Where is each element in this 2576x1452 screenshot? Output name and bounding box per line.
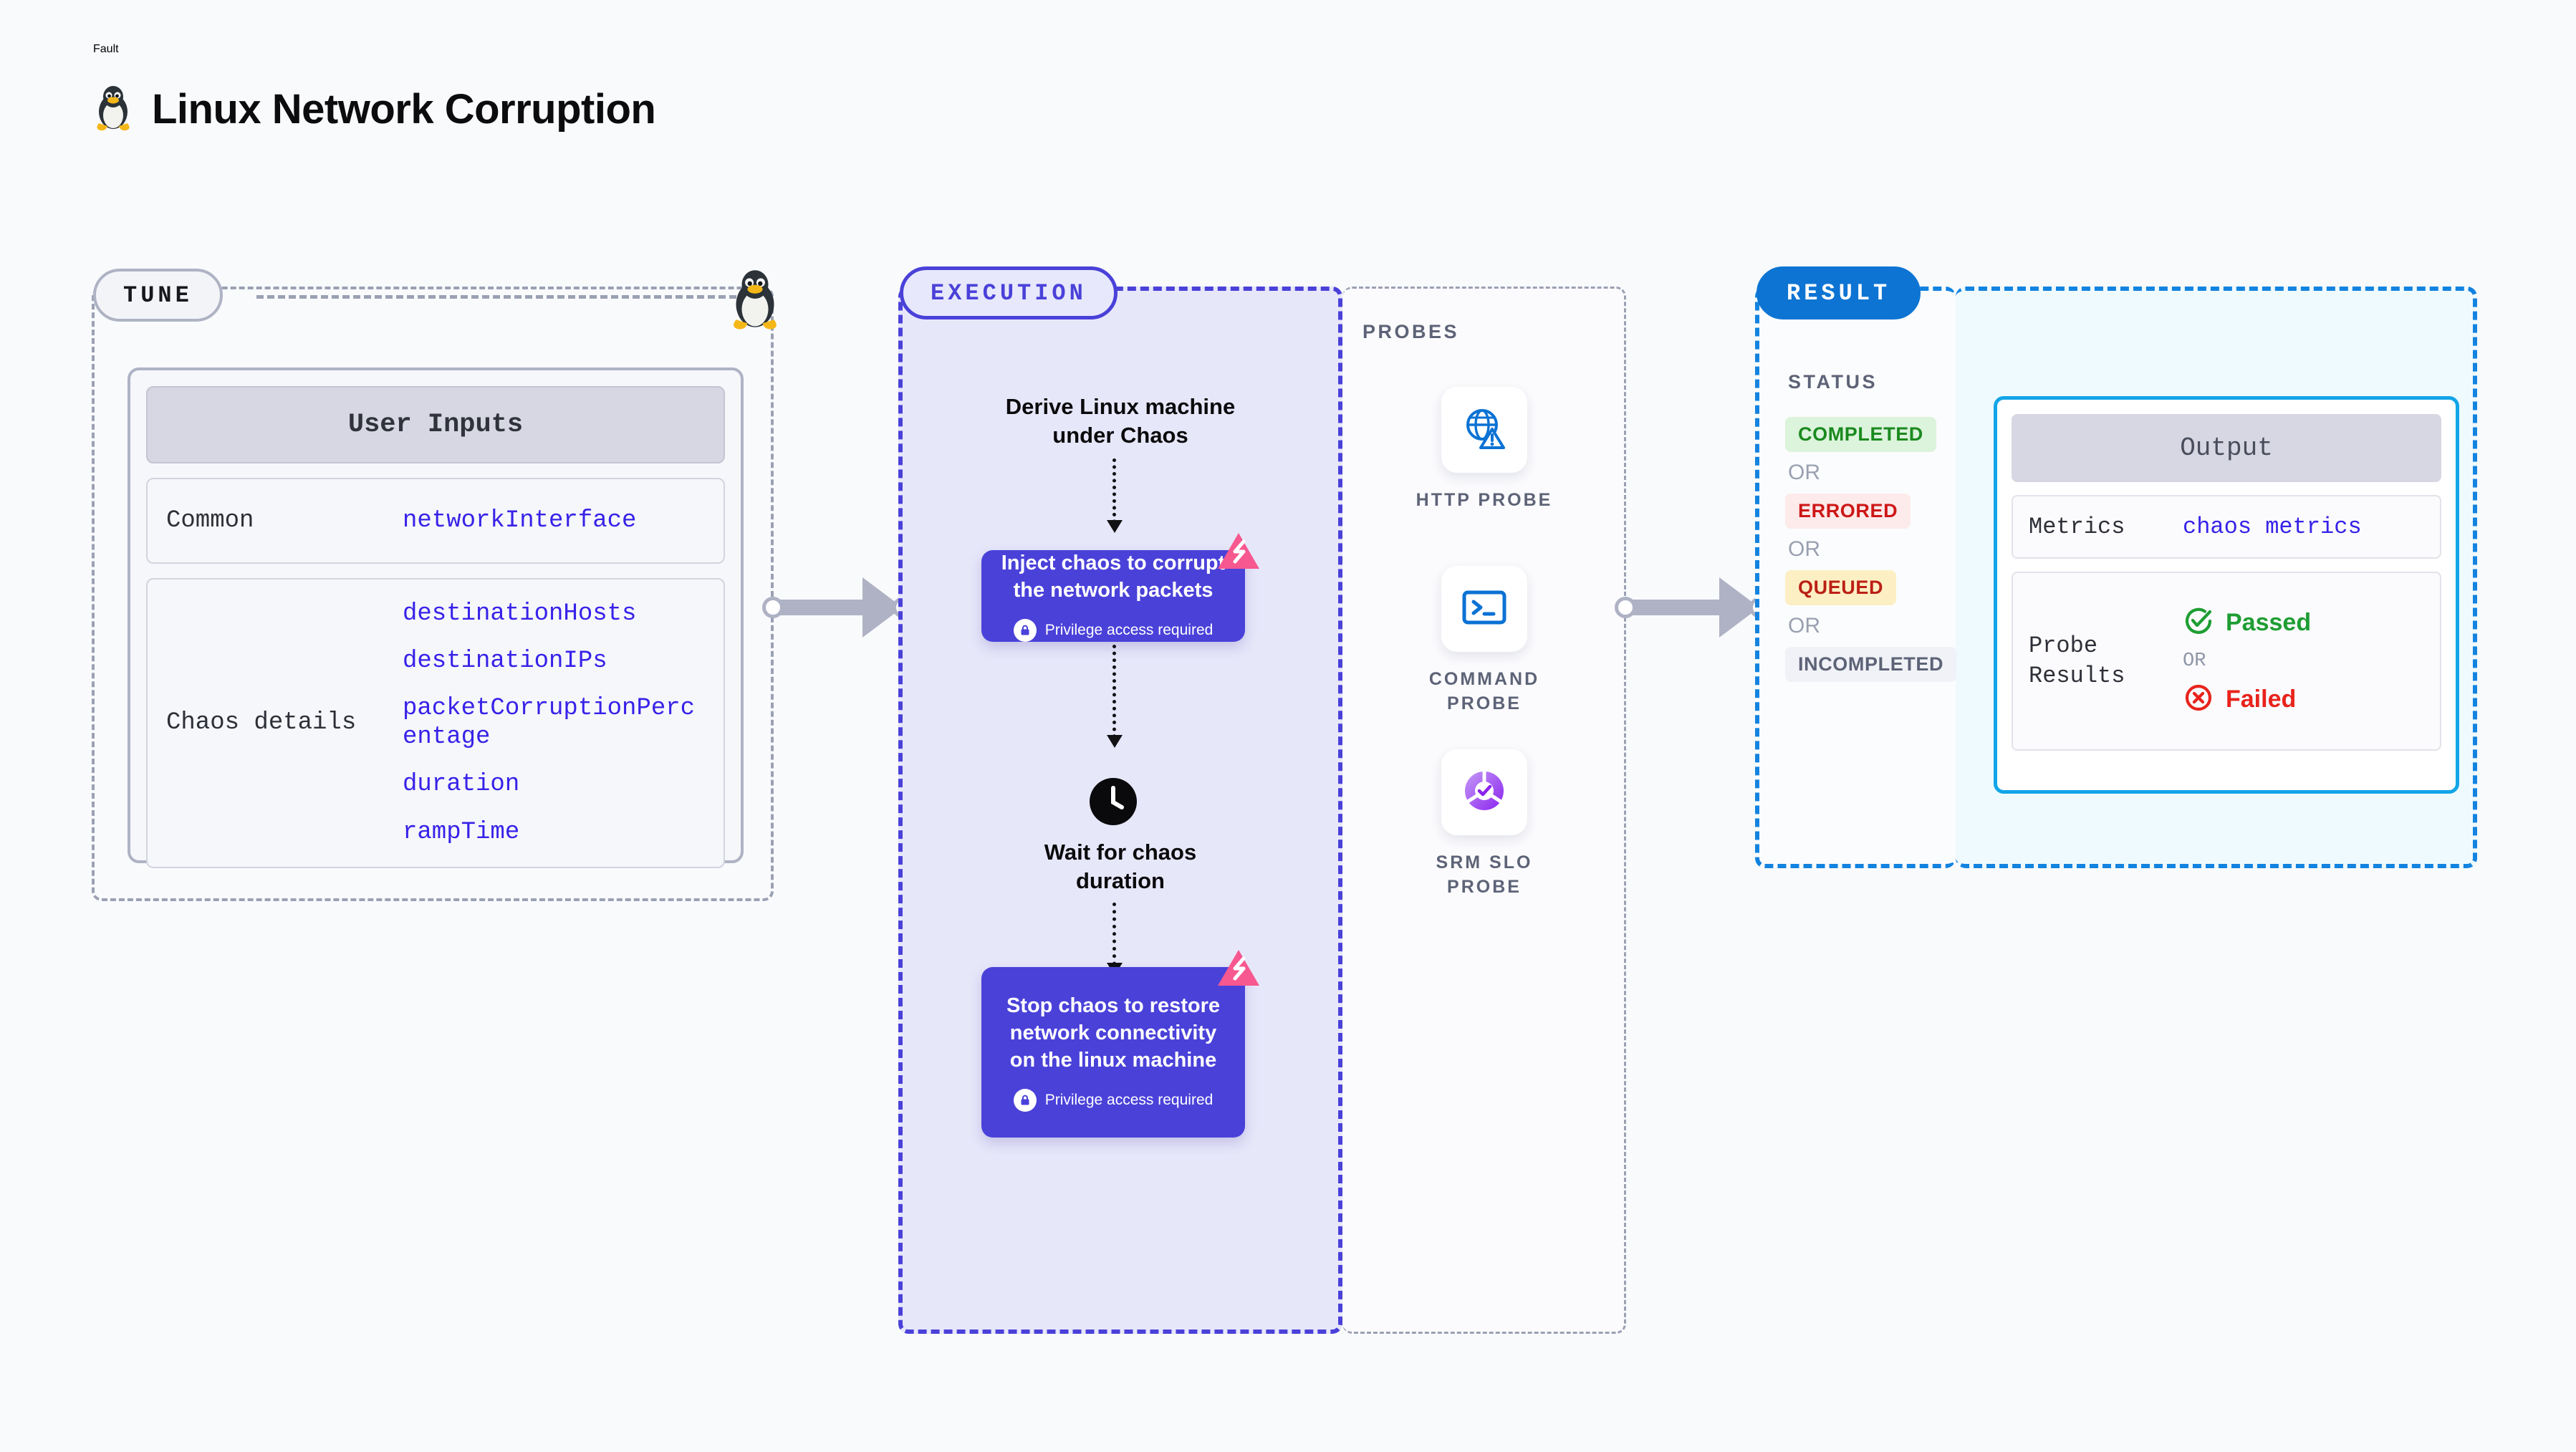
param-networkinterface[interactable]: networkInterface xyxy=(403,506,637,534)
fault-title-row: Linux Network Corruption xyxy=(93,83,656,135)
privilege-notice: Privilege access required xyxy=(1013,618,1213,642)
result-section-pill[interactable]: RESULT xyxy=(1756,266,1921,319)
connector-shaft xyxy=(1625,600,1719,615)
probe-item-command[interactable]: COMMAND PROBE xyxy=(1413,566,1556,716)
input-row-values: networkInterface xyxy=(403,506,636,535)
globe-warning-icon xyxy=(1461,405,1508,456)
output-row-label: Probe Results xyxy=(2029,633,2125,689)
probe-tile xyxy=(1441,387,1527,473)
connector-execution-to-result xyxy=(1615,577,1771,638)
privilege-text: Privilege access required xyxy=(1044,621,1213,638)
tune-panel xyxy=(92,287,774,901)
status-or-label: OR xyxy=(1788,614,1820,638)
execution-section-pill[interactable]: EXECUTION xyxy=(900,266,1118,319)
status-badge-completed: COMPLETED xyxy=(1785,417,1936,452)
page-header: Fault Linux Network Corruption xyxy=(93,43,656,135)
linux-tux-penguin-icon xyxy=(93,83,133,135)
output-card: Output Metrics chaos metrics Probe Resul… xyxy=(1994,396,2459,794)
flow-arrow-3 xyxy=(1107,903,1123,976)
user-inputs-card: User Inputs Common networkInterface Chao… xyxy=(128,367,744,868)
probe-item-srm-slo[interactable]: SRM SLO PROBE xyxy=(1413,749,1556,900)
page-title-kicker: Fault xyxy=(93,43,119,55)
param-destinationhosts[interactable]: destinationHosts xyxy=(403,600,637,628)
probe-label: SRM SLO PROBE xyxy=(1436,852,1533,897)
passed-label: Passed xyxy=(2226,609,2312,636)
failed-label: Failed xyxy=(2226,686,2297,713)
status-section-label: STATUS xyxy=(1788,371,1878,393)
output-row-label: Metrics xyxy=(2029,514,2125,540)
lock-icon xyxy=(1013,618,1037,642)
tune-section-pill[interactable]: TUNE xyxy=(93,269,223,322)
input-row-common: Common networkInterface xyxy=(146,478,725,564)
execution-node-stop-chaos[interactable]: Stop chaos to restore network connectivi… xyxy=(981,950,1259,1138)
tune-dashed-connector xyxy=(256,295,758,299)
probe-result-passed: Passed xyxy=(2183,605,2311,640)
check-circle-icon xyxy=(2183,605,2214,640)
input-row-label: Common xyxy=(166,507,254,534)
probes-section-label: PROBES xyxy=(1363,321,1460,342)
probe-tile xyxy=(1441,749,1527,835)
status-list: COMPLETED OR ERRORED OR QUEUED OR INCOMP… xyxy=(1785,417,1957,682)
probe-tile xyxy=(1441,566,1527,652)
flow-arrow-1 xyxy=(1107,458,1123,533)
output-header: Output xyxy=(2012,414,2441,482)
output-row-metrics: Metrics chaos metrics xyxy=(2012,495,2441,559)
input-row-chaos-details: Chaos details destinationHosts destinati… xyxy=(146,578,725,868)
connector-start-dot xyxy=(1615,597,1636,618)
probe-label: COMMAND PROBE xyxy=(1428,669,1540,713)
terminal-prompt-icon xyxy=(1461,587,1508,631)
status-or-label: OR xyxy=(1788,537,1820,561)
param-destinationips[interactable]: destinationIPs xyxy=(403,648,607,675)
execution-step-derive-text: Derive Linux machine under Chaos xyxy=(1005,394,1236,448)
input-row-values: destinationHosts destinationIPs packetCo… xyxy=(403,600,703,847)
probe-label: HTTP PROBE xyxy=(1416,490,1553,510)
output-row-probe-results: Probe Results Passed OR xyxy=(2012,572,2441,751)
param-ramptime[interactable]: rampTime xyxy=(403,818,520,846)
output-metrics-value[interactable]: chaos metrics xyxy=(2183,514,2362,540)
param-duration[interactable]: duration xyxy=(403,771,520,799)
connector-start-dot xyxy=(762,597,784,618)
litmus-chaos-badge-icon xyxy=(1216,948,1261,989)
lock-icon xyxy=(1013,1088,1037,1112)
page-title: Linux Network Corruption xyxy=(152,86,656,133)
probe-item-http[interactable]: HTTP PROBE xyxy=(1413,387,1556,513)
user-inputs-header: User Inputs xyxy=(146,386,725,463)
param-packetcorruptionpercentage[interactable]: packetCorruptionPercentage xyxy=(403,695,696,751)
linux-tux-penguin-icon xyxy=(728,266,782,335)
x-circle-icon xyxy=(2183,682,2214,717)
status-badge-errored: ERRORED xyxy=(1785,494,1911,529)
execution-step-wait-text: Wait for chaos duration xyxy=(1044,840,1197,893)
node-title: Inject chaos to corrupt the network pack… xyxy=(1001,552,1226,602)
status-or-label: OR xyxy=(1788,461,1820,484)
connector-tune-to-execution xyxy=(762,577,914,638)
node-title: Stop chaos to restore network connectivi… xyxy=(1006,994,1221,1072)
flow-arrow-2 xyxy=(1107,645,1123,748)
status-badge-incompleted: INCOMPLETED xyxy=(1785,647,1957,682)
status-badge-queued: QUEUED xyxy=(1785,570,1897,605)
input-row-label: Chaos details xyxy=(166,709,357,737)
privilege-notice: Privilege access required xyxy=(1013,1088,1213,1112)
litmus-chaos-badge-icon xyxy=(1216,532,1261,572)
privilege-text: Privilege access required xyxy=(1044,1091,1213,1108)
probe-result-failed: Failed xyxy=(2183,682,2311,717)
probe-result-or-label: OR xyxy=(2183,650,2206,672)
slo-donut-check-icon xyxy=(1461,767,1508,818)
execution-node-inject-chaos[interactable]: Inject chaos to corrupt the network pack… xyxy=(981,533,1259,642)
probe-result-options: Passed OR Failed xyxy=(2183,605,2311,717)
clock-icon xyxy=(1090,778,1137,825)
connector-shaft xyxy=(772,600,862,615)
